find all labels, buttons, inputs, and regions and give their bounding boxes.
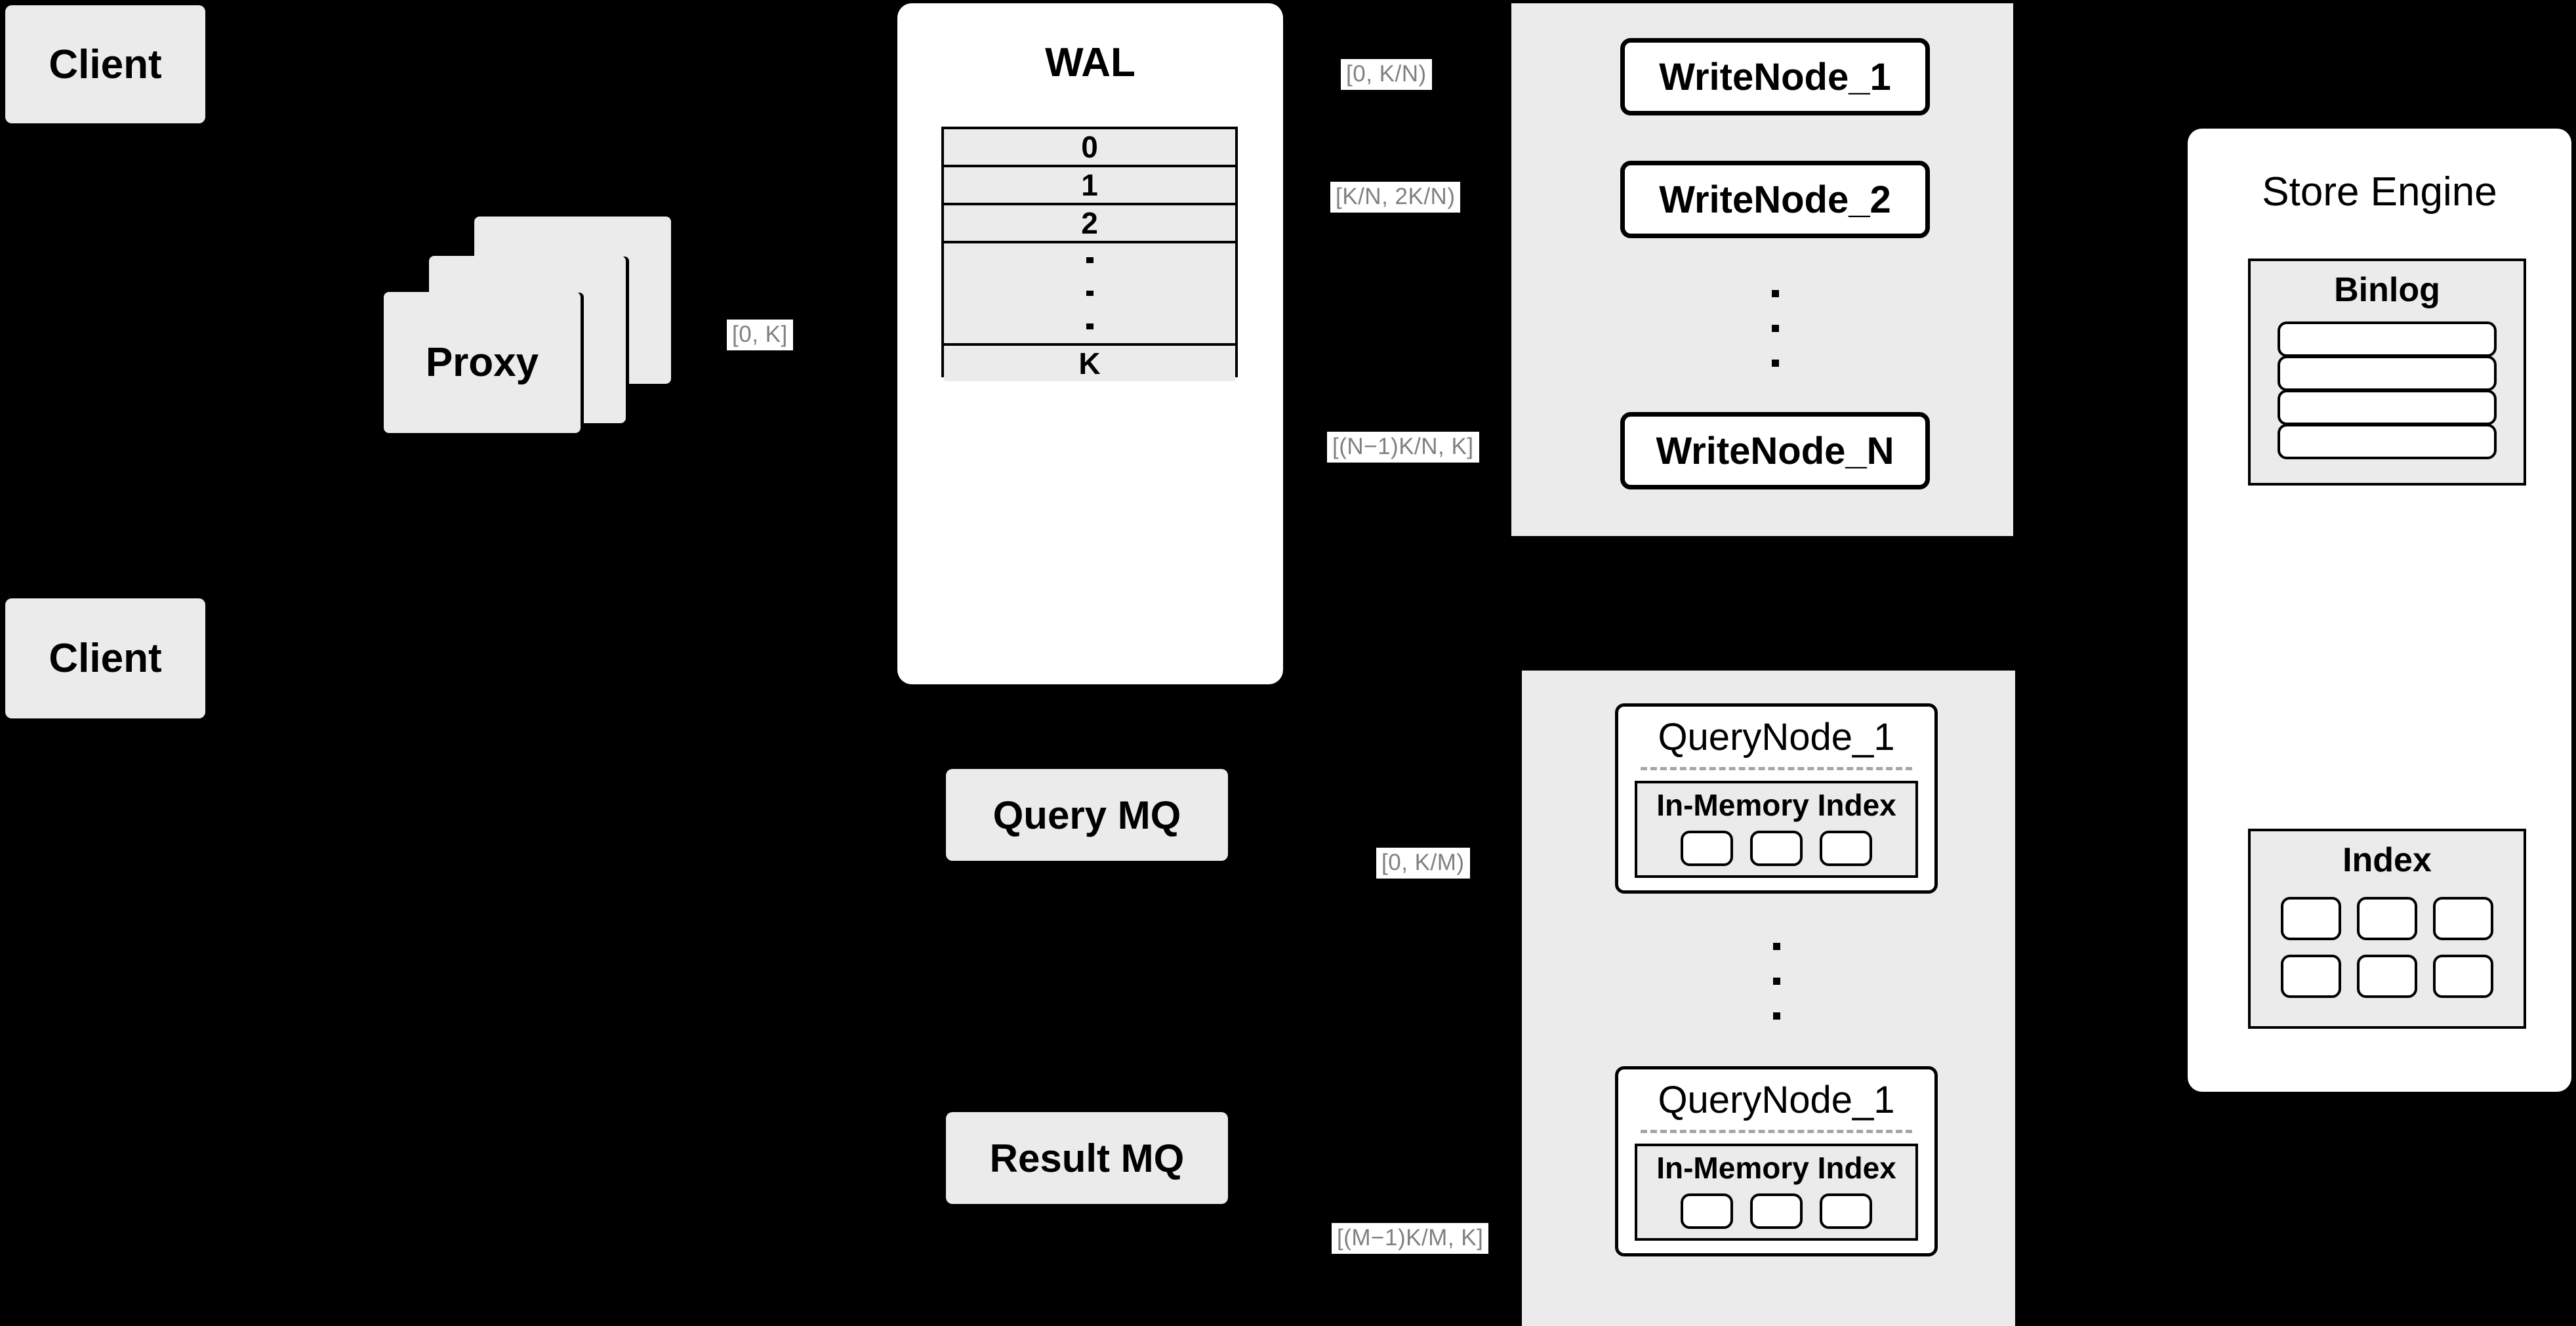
store-engine-title-text: Store Engine bbox=[2262, 169, 2497, 215]
edge-label-proxy-to-wal: [0, K] bbox=[727, 320, 793, 350]
index-cell bbox=[2281, 955, 2341, 998]
binlog-row bbox=[2278, 356, 2497, 391]
index-cell bbox=[2357, 955, 2417, 998]
wal-row-label: K bbox=[1078, 346, 1101, 381]
query-mq-box[interactable]: Query MQ bbox=[946, 769, 1228, 861]
edge-label-writenode-2: [K/N, 2K/N) bbox=[1330, 182, 1461, 213]
in-memory-index-title: In-Memory Index bbox=[1637, 783, 1915, 823]
client-box-1[interactable]: Client bbox=[5, 5, 205, 123]
edge-label-text: [(M−1)K/M, K] bbox=[1337, 1225, 1484, 1251]
in-memory-index-panel-1: In-Memory Index bbox=[1634, 781, 1919, 878]
in-memory-index-title-text: In-Memory Index bbox=[1656, 1151, 1896, 1185]
write-node-label: WriteNode_2 bbox=[1659, 178, 1891, 221]
query-node-m[interactable]: QueryNode_1 In-Memory Index bbox=[1615, 1066, 1938, 1256]
edge-label-writenode-n: [(N−1)K/N, K] bbox=[1327, 432, 1479, 463]
index-cell bbox=[1750, 831, 1803, 866]
store-engine-panel: Store Engine Binlog Index bbox=[2188, 129, 2571, 1092]
query-node-1[interactable]: QueryNode_1 In-Memory Index bbox=[1615, 703, 1938, 894]
write-node-2[interactable]: WriteNode_2 bbox=[1620, 161, 1930, 238]
client-label: Client bbox=[49, 636, 162, 681]
result-mq-box[interactable]: Result MQ bbox=[946, 1112, 1228, 1204]
store-engine-title: Store Engine bbox=[2188, 168, 2571, 215]
edge-label-text: [(N−1)K/N, K] bbox=[1332, 434, 1474, 459]
write-node-label: WriteNode_1 bbox=[1659, 55, 1891, 98]
edge-label-writenode-1: [0, K/N) bbox=[1341, 59, 1432, 90]
index-cell bbox=[1681, 831, 1733, 866]
wal-row-label: 1 bbox=[1081, 168, 1098, 202]
write-node-1[interactable]: WriteNode_1 bbox=[1620, 38, 1930, 115]
wal-row-2: 2 bbox=[944, 205, 1235, 243]
query-node-ellipsis bbox=[1753, 919, 1800, 1043]
edge-label-text: [0, K/M) bbox=[1381, 850, 1465, 875]
wal-title-text: WAL bbox=[1045, 39, 1135, 85]
binlog-panel: Binlog bbox=[2248, 259, 2526, 486]
query-node-label: QueryNode_1 bbox=[1658, 1078, 1895, 1121]
write-node-ellipsis bbox=[1751, 262, 1799, 394]
binlog-row bbox=[2278, 321, 2497, 357]
wal-row-0: 0 bbox=[944, 129, 1235, 167]
edge-label-querynode-m: [(M−1)K/M, K] bbox=[1332, 1223, 1489, 1254]
edge-label-querynode-1: [0, K/M) bbox=[1376, 848, 1470, 879]
binlog-row bbox=[2278, 424, 2497, 459]
edge-label-text: [0, K] bbox=[732, 321, 788, 347]
index-title-text: Index bbox=[2342, 841, 2432, 879]
wal-row-ellipsis bbox=[944, 243, 1235, 346]
in-memory-index-panel-2: In-Memory Index bbox=[1634, 1144, 1919, 1241]
query-node-title: QueryNode_1 bbox=[1618, 1069, 1934, 1130]
result-mq-label: Result MQ bbox=[989, 1136, 1185, 1180]
proxy-stack[interactable]: Proxy bbox=[384, 217, 672, 433]
edge-label-text: [K/N, 2K/N) bbox=[1336, 184, 1456, 209]
index-cell bbox=[2281, 897, 2341, 940]
wal-row-k: K bbox=[944, 346, 1235, 381]
query-node-title: QueryNode_1 bbox=[1618, 707, 1934, 767]
client-box-2[interactable]: Client bbox=[5, 598, 205, 718]
index-cell bbox=[2433, 955, 2493, 998]
in-memory-index-title: In-Memory Index bbox=[1637, 1146, 1915, 1186]
in-memory-index-title-text: In-Memory Index bbox=[1656, 788, 1896, 822]
write-node-label: WriteNode_N bbox=[1656, 429, 1894, 472]
proxy-label: Proxy bbox=[425, 340, 539, 385]
index-cell bbox=[2357, 897, 2417, 940]
index-cell bbox=[1750, 1193, 1803, 1229]
index-panel: Index bbox=[2248, 829, 2526, 1029]
wal-title: WAL bbox=[897, 39, 1283, 85]
index-title: Index bbox=[2251, 831, 2524, 880]
index-cell bbox=[1820, 1193, 1872, 1229]
write-node-n[interactable]: WriteNode_N bbox=[1620, 412, 1930, 489]
wal-panel: WAL 0 1 2 K bbox=[897, 3, 1283, 684]
wal-row-label: 0 bbox=[1081, 130, 1098, 164]
query-node-separator bbox=[1640, 767, 1913, 770]
client-label: Client bbox=[49, 41, 162, 87]
index-cell bbox=[2433, 897, 2493, 940]
index-cell bbox=[1820, 831, 1872, 866]
binlog-title-text: Binlog bbox=[2334, 271, 2440, 309]
binlog-title: Binlog bbox=[2251, 261, 2524, 310]
index-cell bbox=[1681, 1193, 1733, 1229]
query-node-label: QueryNode_1 bbox=[1658, 715, 1895, 758]
query-node-separator bbox=[1640, 1130, 1913, 1133]
wal-row-1: 1 bbox=[944, 167, 1235, 205]
edge-label-text: [0, K/N) bbox=[1346, 61, 1427, 87]
query-mq-label: Query MQ bbox=[992, 793, 1181, 837]
wal-table: 0 1 2 K bbox=[941, 127, 1238, 381]
proxy-card-front[interactable]: Proxy bbox=[384, 292, 581, 433]
binlog-row bbox=[2278, 390, 2497, 425]
wal-row-label: 2 bbox=[1081, 206, 1098, 240]
